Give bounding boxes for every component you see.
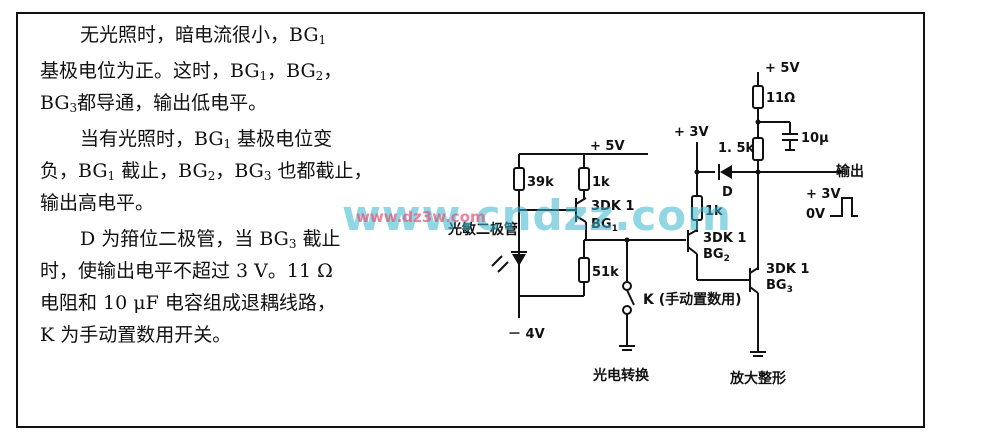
resistor-51k — [578, 257, 590, 283]
para3-line3: 电阻和 10 μF 电容组成退耦线路， — [40, 292, 336, 314]
wire — [575, 215, 587, 223]
wire — [755, 169, 761, 175]
para3-line1: D 为箝位二极管，当 BG3 截止 — [80, 228, 341, 251]
bg3-name-label: BG3 — [766, 278, 793, 295]
r1k-a-label: 1k — [592, 175, 610, 190]
para2-line3: 输出高电平。 — [40, 192, 155, 214]
watermark-small: www.dz3w.com — [356, 208, 486, 226]
resistor-11ohm — [752, 85, 764, 109]
bg1-name-label: BG1 — [591, 217, 618, 234]
label-photo-convert: 光电转换 — [592, 367, 650, 384]
outer-border — [16, 12, 925, 428]
r39k-label: 39k — [527, 175, 554, 190]
output-label: 输出 — [836, 163, 864, 180]
wire — [749, 267, 759, 274]
zero-v-label: 0V — [806, 207, 825, 222]
plus5v-top-label: + 5V — [765, 61, 800, 76]
resistor-1k-a — [578, 167, 590, 191]
bg2-type-label: 3DK 1 — [703, 231, 746, 246]
switch-contact-top — [622, 281, 632, 291]
light-arrow-2 — [491, 255, 503, 267]
para3-line2: 时，使输出电平不超过 3 V。11 Ω — [40, 260, 333, 282]
para1-line3: BG3都导通，输出低电平。 — [40, 92, 268, 115]
bg2-name-label: BG2 — [703, 247, 730, 264]
r1k-b-label: 1k — [705, 204, 723, 219]
r51k-label: 51k — [592, 265, 619, 280]
wire — [749, 286, 759, 294]
switch-blade — [626, 289, 635, 306]
cap-label: 10μ — [801, 131, 829, 146]
resistor-39k — [513, 167, 525, 191]
r15k-label: 1. 5k — [718, 141, 755, 156]
para1-line2: 基极电位为正。这时，BG1，BG2， — [40, 60, 343, 83]
plus3v-out-label: + 3V — [806, 187, 841, 202]
plus3v-mid-label: + 3V — [674, 125, 709, 140]
bg1-type-label: 3DK 1 — [591, 199, 634, 214]
para1-line1: 无光照时，暗电流很小，BG1 — [80, 24, 327, 47]
switch-contact-bottom — [622, 305, 632, 315]
photodiode-label: 光敏二极管 — [447, 221, 518, 238]
switch-k-label: K (手动置数用) — [643, 291, 742, 308]
para2-line2: 负，BG1 截止，BG2，BG3 也都截止， — [40, 160, 373, 183]
photodiode-symbol — [512, 254, 526, 266]
resistor-1-5k — [752, 137, 764, 161]
diode-d-label: D — [722, 185, 733, 200]
diode-d — [720, 165, 732, 179]
para2-line1: 当有光照时，BG1 基极电位变 — [80, 128, 333, 151]
light-arrow-1 — [497, 261, 509, 273]
plus5v-left-label: + 5V — [590, 139, 625, 154]
output-pulse-waveform — [830, 197, 858, 217]
watermark-main: www.cndzz.com — [342, 191, 732, 240]
r11-label: 11Ω — [766, 91, 795, 106]
wire — [687, 246, 698, 255]
wire — [575, 197, 587, 205]
wire — [687, 229, 698, 236]
label-amp-shape: 放大整形 — [729, 370, 786, 387]
bg3-type-label: 3DK 1 — [766, 262, 809, 277]
minus4v-label: － 4V — [508, 327, 545, 342]
para3-line4: K 为手动置数用开关。 — [40, 324, 232, 346]
